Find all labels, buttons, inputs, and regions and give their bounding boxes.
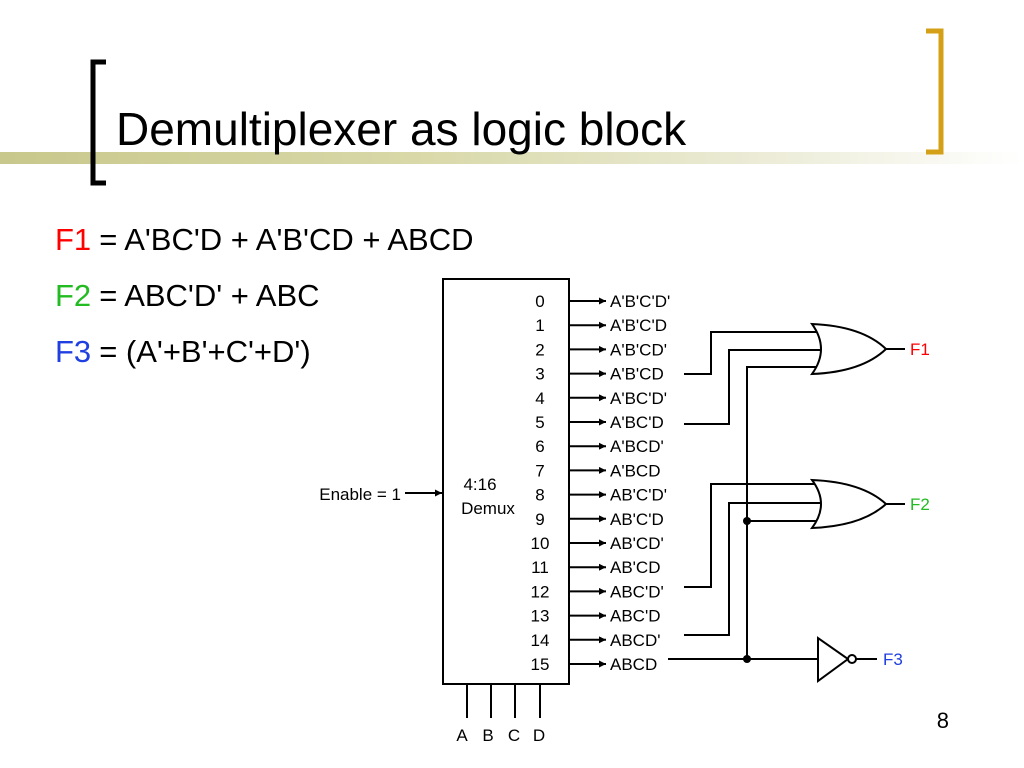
or-gate-f2	[809, 478, 888, 530]
minterm-label-0: A'B'C'D'	[610, 292, 670, 311]
output-label-f2: F2	[910, 495, 930, 514]
minterm-label-6: A'BCD'	[610, 437, 664, 456]
right-bracket	[926, 28, 944, 155]
demux-label-line1: 4:16	[463, 475, 496, 494]
not-gate-f3	[817, 636, 850, 683]
wire-out5-to-f1	[684, 349, 825, 425]
minterm-label-8: AB'C'D'	[610, 486, 667, 505]
select-label-c: C	[508, 726, 520, 745]
select-label-b: B	[482, 726, 493, 745]
wire-out14-to-f2	[684, 502, 822, 636]
output-number-2: 2	[535, 340, 544, 359]
wire-out12-to-f2	[684, 483, 818, 588]
output-number-0: 0	[535, 292, 544, 311]
minterm-label-13: ABC'D	[610, 607, 660, 626]
output-number-9: 9	[535, 510, 544, 529]
output-label-f3: F3	[883, 650, 903, 669]
equation-f1-rhs: = A'BC'D + A'B'CD + ABCD	[99, 222, 474, 257]
minterm-label-9: AB'C'D	[610, 510, 664, 529]
minterm-label-10: AB'CD'	[610, 534, 664, 553]
demux-label-line2: Demux	[461, 499, 515, 518]
minterm-label-7: A'BCD	[610, 461, 660, 480]
output-number-5: 5	[535, 413, 544, 432]
select-label-d: D	[533, 726, 545, 745]
output-number-15: 15	[531, 655, 550, 674]
minterm-label-1: A'B'C'D	[610, 316, 667, 335]
minterm-label-3: A'B'CD	[610, 365, 664, 384]
enable-label: Enable = 1	[319, 485, 401, 504]
output-number-13: 13	[531, 607, 550, 626]
not-gate-bubble	[847, 654, 857, 664]
equation-f1-name: F1	[55, 222, 92, 257]
equation-f2: F2= ABC'D' + ABC	[55, 278, 320, 314]
equation-f2-name: F2	[55, 278, 92, 313]
minterm-label-15: ABCD	[610, 655, 657, 674]
page-number: 8	[936, 708, 949, 733]
output-number-8: 8	[535, 486, 544, 505]
title-band	[0, 152, 1024, 164]
equation-f1: F1= A'BC'D + A'B'CD + ABCD	[55, 222, 474, 258]
junction-dot-inverter	[743, 655, 751, 663]
junction-dot-f2	[743, 517, 751, 525]
equation-f2-rhs: = ABC'D' + ABC	[99, 278, 320, 313]
output-number-1: 1	[535, 316, 544, 335]
equation-f3-rhs: = (A'+B'+C'+D')	[99, 334, 311, 369]
output-number-12: 12	[531, 582, 550, 601]
minterm-label-12: ABC'D'	[610, 582, 664, 601]
minterm-label-2: A'B'CD'	[610, 340, 667, 359]
output-label-f1: F1	[910, 340, 930, 359]
minterm-label-4: A'BC'D'	[610, 389, 667, 408]
demux-box	[442, 278, 570, 685]
wire-out3-to-f1	[684, 331, 820, 375]
wire-out15-to-f1	[746, 366, 820, 659]
slide-title: Demultiplexer as logic block	[116, 103, 687, 155]
output-number-10: 10	[531, 534, 550, 553]
select-label-a: A	[456, 726, 468, 745]
output-number-4: 4	[535, 389, 544, 408]
output-number-11: 11	[531, 558, 549, 577]
output-number-7: 7	[535, 461, 544, 480]
or-gate-f1	[809, 322, 888, 376]
equation-f3-name: F3	[55, 334, 92, 369]
minterm-label-5: A'BC'D	[610, 413, 664, 432]
output-number-14: 14	[531, 631, 550, 650]
output-number-3: 3	[535, 365, 544, 384]
equation-f3: F3= (A'+B'+C'+D')	[55, 334, 311, 370]
left-bracket	[90, 59, 106, 186]
minterm-label-11: AB'CD	[610, 558, 660, 577]
output-number-6: 6	[535, 437, 544, 456]
minterm-label-14: ABCD'	[610, 631, 660, 650]
demux-outputs: 0 A'B'C'D' 1 A'B'C'D 2 A'B'CD' 3 A'B'CD 4 A'BC'D'…	[531, 292, 671, 674]
